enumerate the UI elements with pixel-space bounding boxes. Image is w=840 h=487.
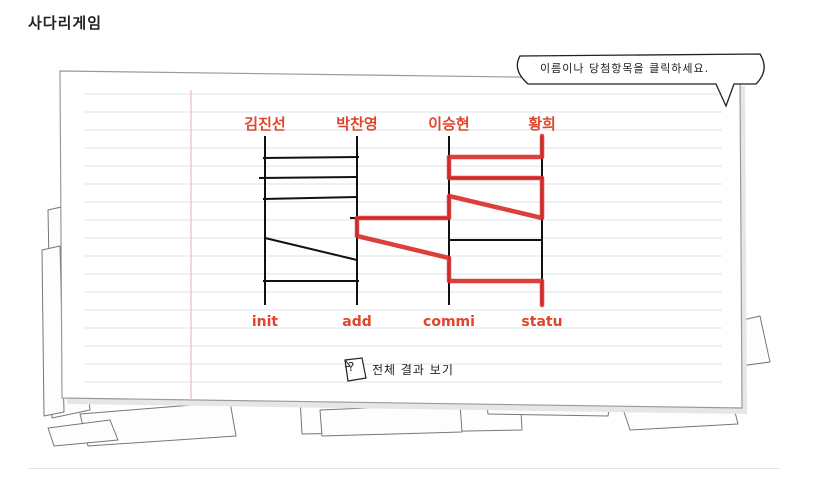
show-all-results-button[interactable]: ? 전체 결과 보기 [340,356,454,382]
hint-bubble [516,53,765,108]
result-item-4[interactable]: statu [521,314,563,330]
question-mark-icon-label: ? [348,360,355,374]
show-all-results-label: 전체 결과 보기 [372,362,454,377]
player-name-1[interactable]: 김진선 [244,115,286,133]
player-name-4[interactable]: 황희 [528,115,556,133]
player-name-3[interactable]: 이승현 [428,115,470,133]
page-title: 사다리게임 [28,14,103,32]
result-item-2[interactable]: add [342,314,372,330]
ladder-rung [262,156,360,159]
player-name-2[interactable]: 박찬영 [336,115,378,133]
selected-path [354,133,545,308]
ladder-rung [258,176,358,179]
result-item-1[interactable]: init [251,314,279,330]
hint-text: 이름이나 당첨항목을 클릭하세요. [540,62,710,75]
ladder-rung [262,196,358,200]
ladder-rung [264,237,358,261]
result-item-3[interactable]: commi [423,314,475,330]
question-mark-icon [344,357,367,382]
